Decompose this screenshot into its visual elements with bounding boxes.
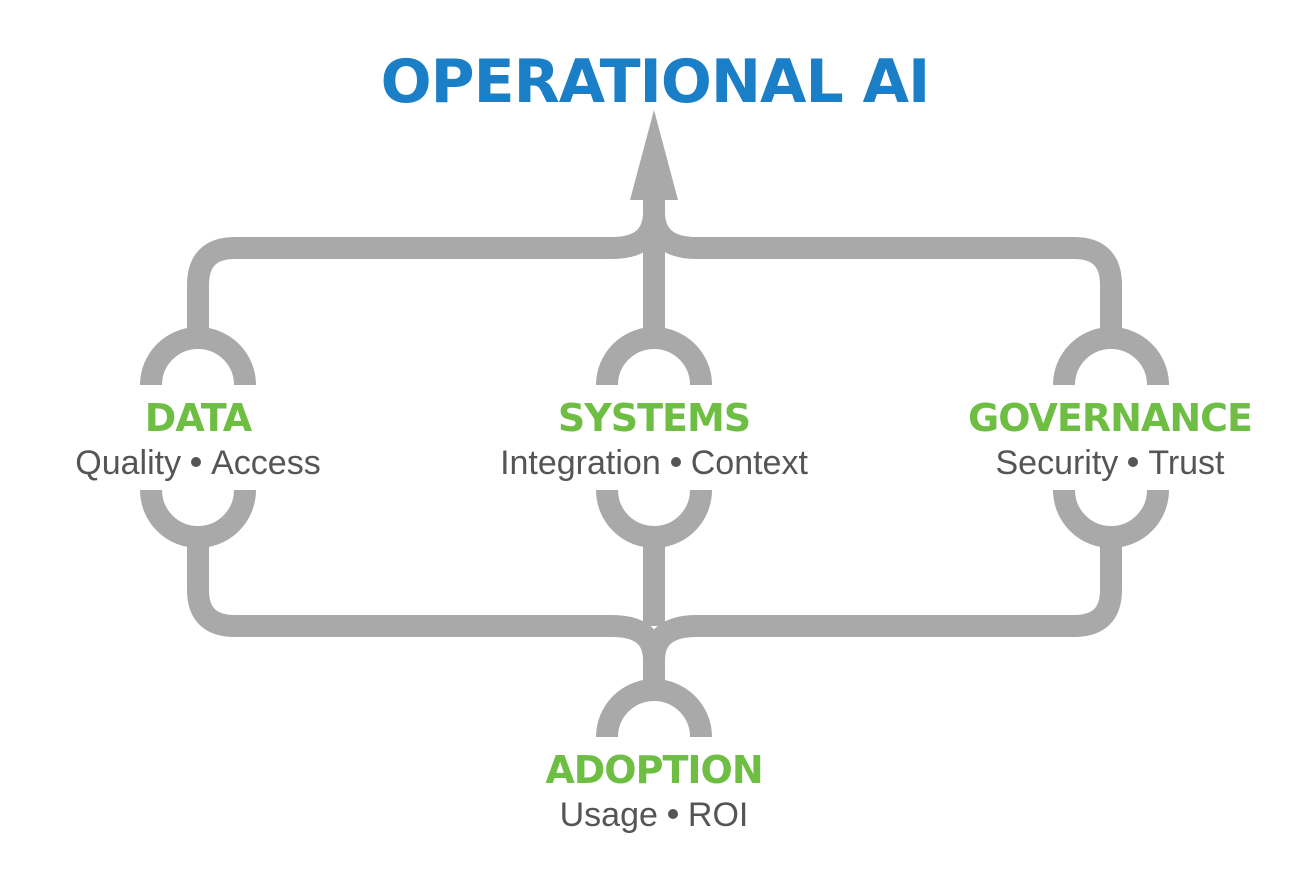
node-systems-sub-left: Integration [500, 444, 661, 482]
node-adoption: ADOPTION Usage ROI [434, 747, 874, 837]
node-governance: GOVERNANCE Security Trust [890, 395, 1310, 485]
arrow-up-icon [630, 110, 678, 200]
connector-bottom-left [187, 530, 665, 697]
node-systems-title: SYSTEMS [557, 396, 751, 440]
node-systems: SYSTEMS Integration Context [434, 395, 874, 485]
bullet-dot-icon [670, 457, 681, 468]
socket-systems-bottom [596, 489, 712, 548]
diagram-title: OPERATIONAL AI [380, 47, 931, 117]
node-adoption-sub-right: ROI [687, 796, 749, 834]
bullet-dot-icon [1128, 457, 1139, 468]
connector-bottom-right [643, 530, 1122, 661]
node-governance-sub-left: Security [995, 444, 1119, 482]
socket-adoption-top [596, 679, 712, 738]
bullet-dot-icon [667, 809, 678, 820]
socket-data-top [140, 327, 256, 386]
socket-governance-top [1053, 327, 1169, 386]
node-data-sub-right: Access [211, 444, 321, 482]
node-adoption-sub-left: Usage [559, 796, 658, 834]
bullet-dot-icon [191, 457, 202, 468]
node-governance-title: GOVERNANCE [968, 396, 1253, 440]
node-adoption-title: ADOPTION [545, 748, 763, 792]
node-systems-sub-right: Context [690, 444, 808, 482]
node-data-title: DATA [144, 396, 252, 440]
socket-systems-top [596, 327, 712, 386]
node-governance-subtitle: Security Trust [890, 441, 1310, 485]
node-data: DATA Quality Access [0, 395, 418, 485]
node-data-subtitle: Quality Access [0, 441, 418, 485]
node-governance-sub-right: Trust [1148, 444, 1225, 482]
node-systems-subtitle: Integration Context [434, 441, 874, 485]
node-data-sub-left: Quality [75, 444, 182, 482]
socket-governance-bottom [1053, 489, 1169, 548]
socket-data-bottom [140, 489, 256, 548]
node-adoption-subtitle: Usage ROI [434, 793, 874, 837]
connector-top-left [187, 190, 665, 345]
connector-top-right [643, 211, 1122, 345]
